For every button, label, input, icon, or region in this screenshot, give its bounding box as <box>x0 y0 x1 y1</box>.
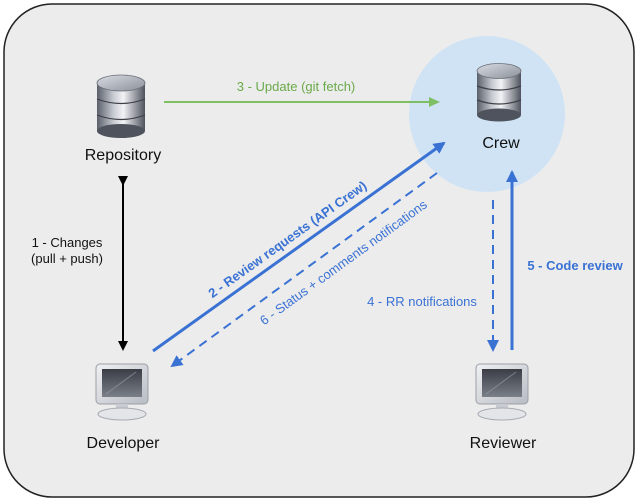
crew-database-icon <box>476 63 522 122</box>
review-requests-arrow <box>152 141 446 353</box>
changes-sublabel: (pull + push) <box>31 251 103 266</box>
reviewer-label: Reviewer <box>470 435 537 452</box>
update-label: 3 - Update (git fetch) <box>237 79 356 94</box>
reviewer-computer-icon <box>475 363 529 421</box>
repository-database-icon <box>96 74 146 138</box>
code-review-label: 5 - Code review <box>527 258 623 273</box>
repository-label: Repository <box>85 147 161 164</box>
changes-label: 1 - Changes <box>32 235 103 250</box>
crew-label: Crew <box>482 135 520 152</box>
status-notifications-arrow <box>170 172 438 368</box>
rr-notifications-label: 4 - RR notifications <box>367 294 477 309</box>
developer-computer-icon <box>95 363 149 421</box>
developer-label: Developer <box>87 435 161 452</box>
